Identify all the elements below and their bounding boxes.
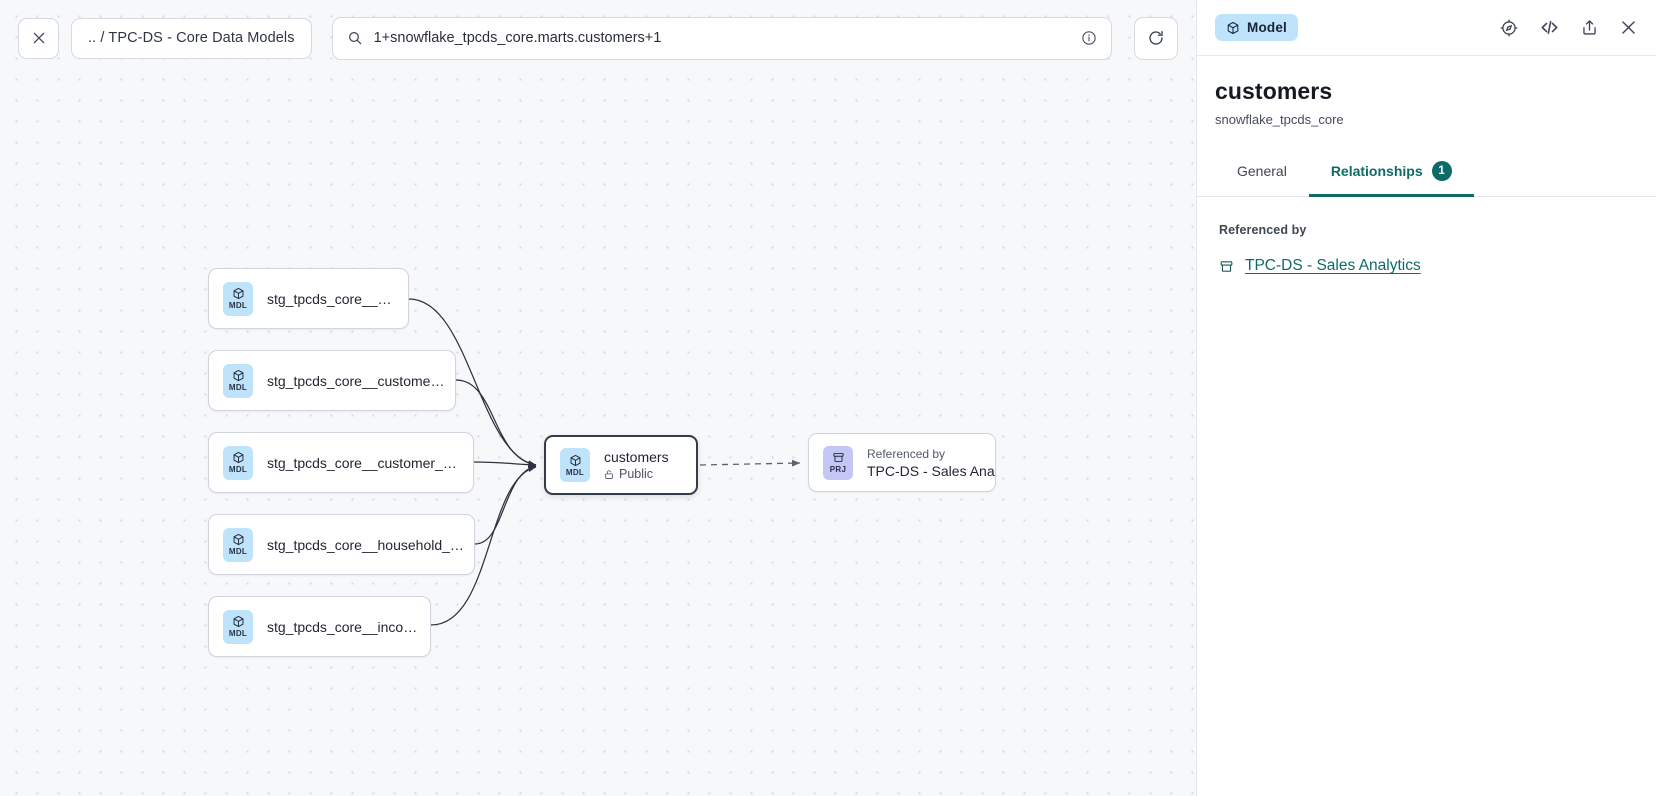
node-label: stg_tpcds_core__customer_address bbox=[267, 372, 455, 389]
model-badge: MDL bbox=[560, 448, 590, 482]
node-title: TPC-DS - Sales Analytics bbox=[867, 462, 996, 479]
node-text-stack: customers Public bbox=[604, 449, 669, 481]
node-label: stg_tpcds_core__customer_demogra… bbox=[267, 454, 473, 471]
relationships-body: Referenced by TPC-DS - Sales Analytics bbox=[1197, 197, 1656, 275]
model-badge: MDL bbox=[223, 527, 253, 562]
lineage-node[interactable]: MDL stg_tpcds_core__income_band bbox=[208, 596, 431, 657]
model-badge: MDL bbox=[223, 363, 253, 398]
code-icon[interactable] bbox=[1539, 17, 1560, 38]
node-label: stg_tpcds_core__income_band bbox=[267, 618, 430, 635]
close-canvas-button[interactable] bbox=[18, 17, 59, 59]
badge-text: PRJ bbox=[829, 465, 847, 474]
info-icon bbox=[1082, 31, 1096, 45]
page-title: customers bbox=[1215, 78, 1333, 104]
panel-action-group bbox=[1499, 17, 1638, 38]
tab-count-badge: 1 bbox=[1431, 161, 1452, 181]
lineage-node[interactable]: MDL stg_tpcds_core__customer_address bbox=[208, 350, 456, 411]
lineage-node-selected[interactable]: MDL customers Public bbox=[544, 435, 698, 495]
project-icon bbox=[1219, 259, 1234, 274]
badge-text: MDL bbox=[228, 465, 248, 474]
model-badge: MDL bbox=[223, 609, 253, 644]
close-icon bbox=[33, 32, 44, 44]
lock-icon bbox=[605, 469, 613, 479]
search-value: 1+snowflake_tpcds_core.marts.customers+1 bbox=[373, 30, 662, 46]
lineage-node[interactable]: MDL stg_tpcds_core__customer_demogra… bbox=[208, 432, 474, 493]
model-badge: MDL bbox=[223, 445, 253, 480]
tab-label: General bbox=[1237, 163, 1287, 179]
lineage-node-project[interactable]: PRJ Referenced by TPC-DS - Sales Analyti… bbox=[808, 433, 996, 492]
lineage-edges bbox=[408, 298, 801, 626]
panel-toolbar: Model bbox=[1197, 0, 1656, 56]
canvas-toolbar: .. / TPC-DS - Core Data Models 1+snowfla… bbox=[0, 0, 1196, 76]
lineage-node[interactable]: MDL stg_tpcds_core__customer bbox=[208, 268, 409, 329]
share-icon[interactable] bbox=[1580, 18, 1599, 37]
cube-icon bbox=[1227, 21, 1239, 34]
refresh-icon bbox=[1149, 31, 1163, 45]
entity-type-chip: Model bbox=[1215, 14, 1298, 41]
model-badge: MDL bbox=[223, 281, 253, 316]
node-label: stg_tpcds_core__customer bbox=[267, 290, 408, 307]
entity-type-label: Model bbox=[1247, 20, 1287, 35]
badge-text: MDL bbox=[228, 301, 248, 310]
section-label-referenced-by: Referenced by bbox=[1219, 223, 1307, 237]
node-caption: Referenced by bbox=[867, 446, 946, 461]
lineage-canvas[interactable]: MDL stg_tpcds_core__customer MDL stg_tpc… bbox=[0, 0, 1196, 796]
lineage-node[interactable]: MDL stg_tpcds_core__household_demogr… bbox=[208, 514, 475, 575]
node-label: stg_tpcds_core__household_demogr… bbox=[267, 536, 474, 553]
node-title: customers bbox=[604, 449, 669, 465]
compass-icon[interactable] bbox=[1499, 18, 1519, 38]
node-text-stack: Referenced by TPC-DS - Sales Analytics bbox=[867, 447, 995, 479]
details-panel: Model bbox=[1196, 0, 1656, 796]
breadcrumb[interactable]: .. / TPC-DS - Core Data Models bbox=[71, 17, 312, 59]
referenced-by-link[interactable]: TPC-DS - Sales Analytics bbox=[1245, 257, 1421, 274]
list-item[interactable]: TPC-DS - Sales Analytics bbox=[1219, 257, 1638, 275]
badge-text: MDL bbox=[228, 629, 248, 638]
search-input[interactable]: 1+snowflake_tpcds_core.marts.customers+1 bbox=[331, 16, 1112, 60]
badge-text: MDL bbox=[565, 467, 585, 477]
badge-text: MDL bbox=[228, 547, 248, 556]
breadcrumb-label: .. / TPC-DS - Core Data Models bbox=[88, 30, 295, 46]
panel-header: customers snowflake_tpcds_core bbox=[1197, 56, 1656, 127]
tab-label: Relationships bbox=[1330, 163, 1423, 179]
badge-text: MDL bbox=[228, 383, 248, 392]
page-subtitle: snowflake_tpcds_core bbox=[1215, 112, 1344, 127]
panel-tabs: General Relationships 1 bbox=[1197, 149, 1656, 197]
project-badge: PRJ bbox=[823, 445, 853, 480]
tab-general[interactable]: General bbox=[1215, 149, 1309, 197]
search-icon bbox=[348, 32, 361, 45]
tab-relationships[interactable]: Relationships 1 bbox=[1308, 149, 1474, 197]
refresh-button[interactable] bbox=[1134, 16, 1178, 60]
node-visibility: Public bbox=[604, 467, 669, 481]
close-icon[interactable] bbox=[1619, 18, 1638, 37]
visibility-text: Public bbox=[619, 467, 654, 481]
